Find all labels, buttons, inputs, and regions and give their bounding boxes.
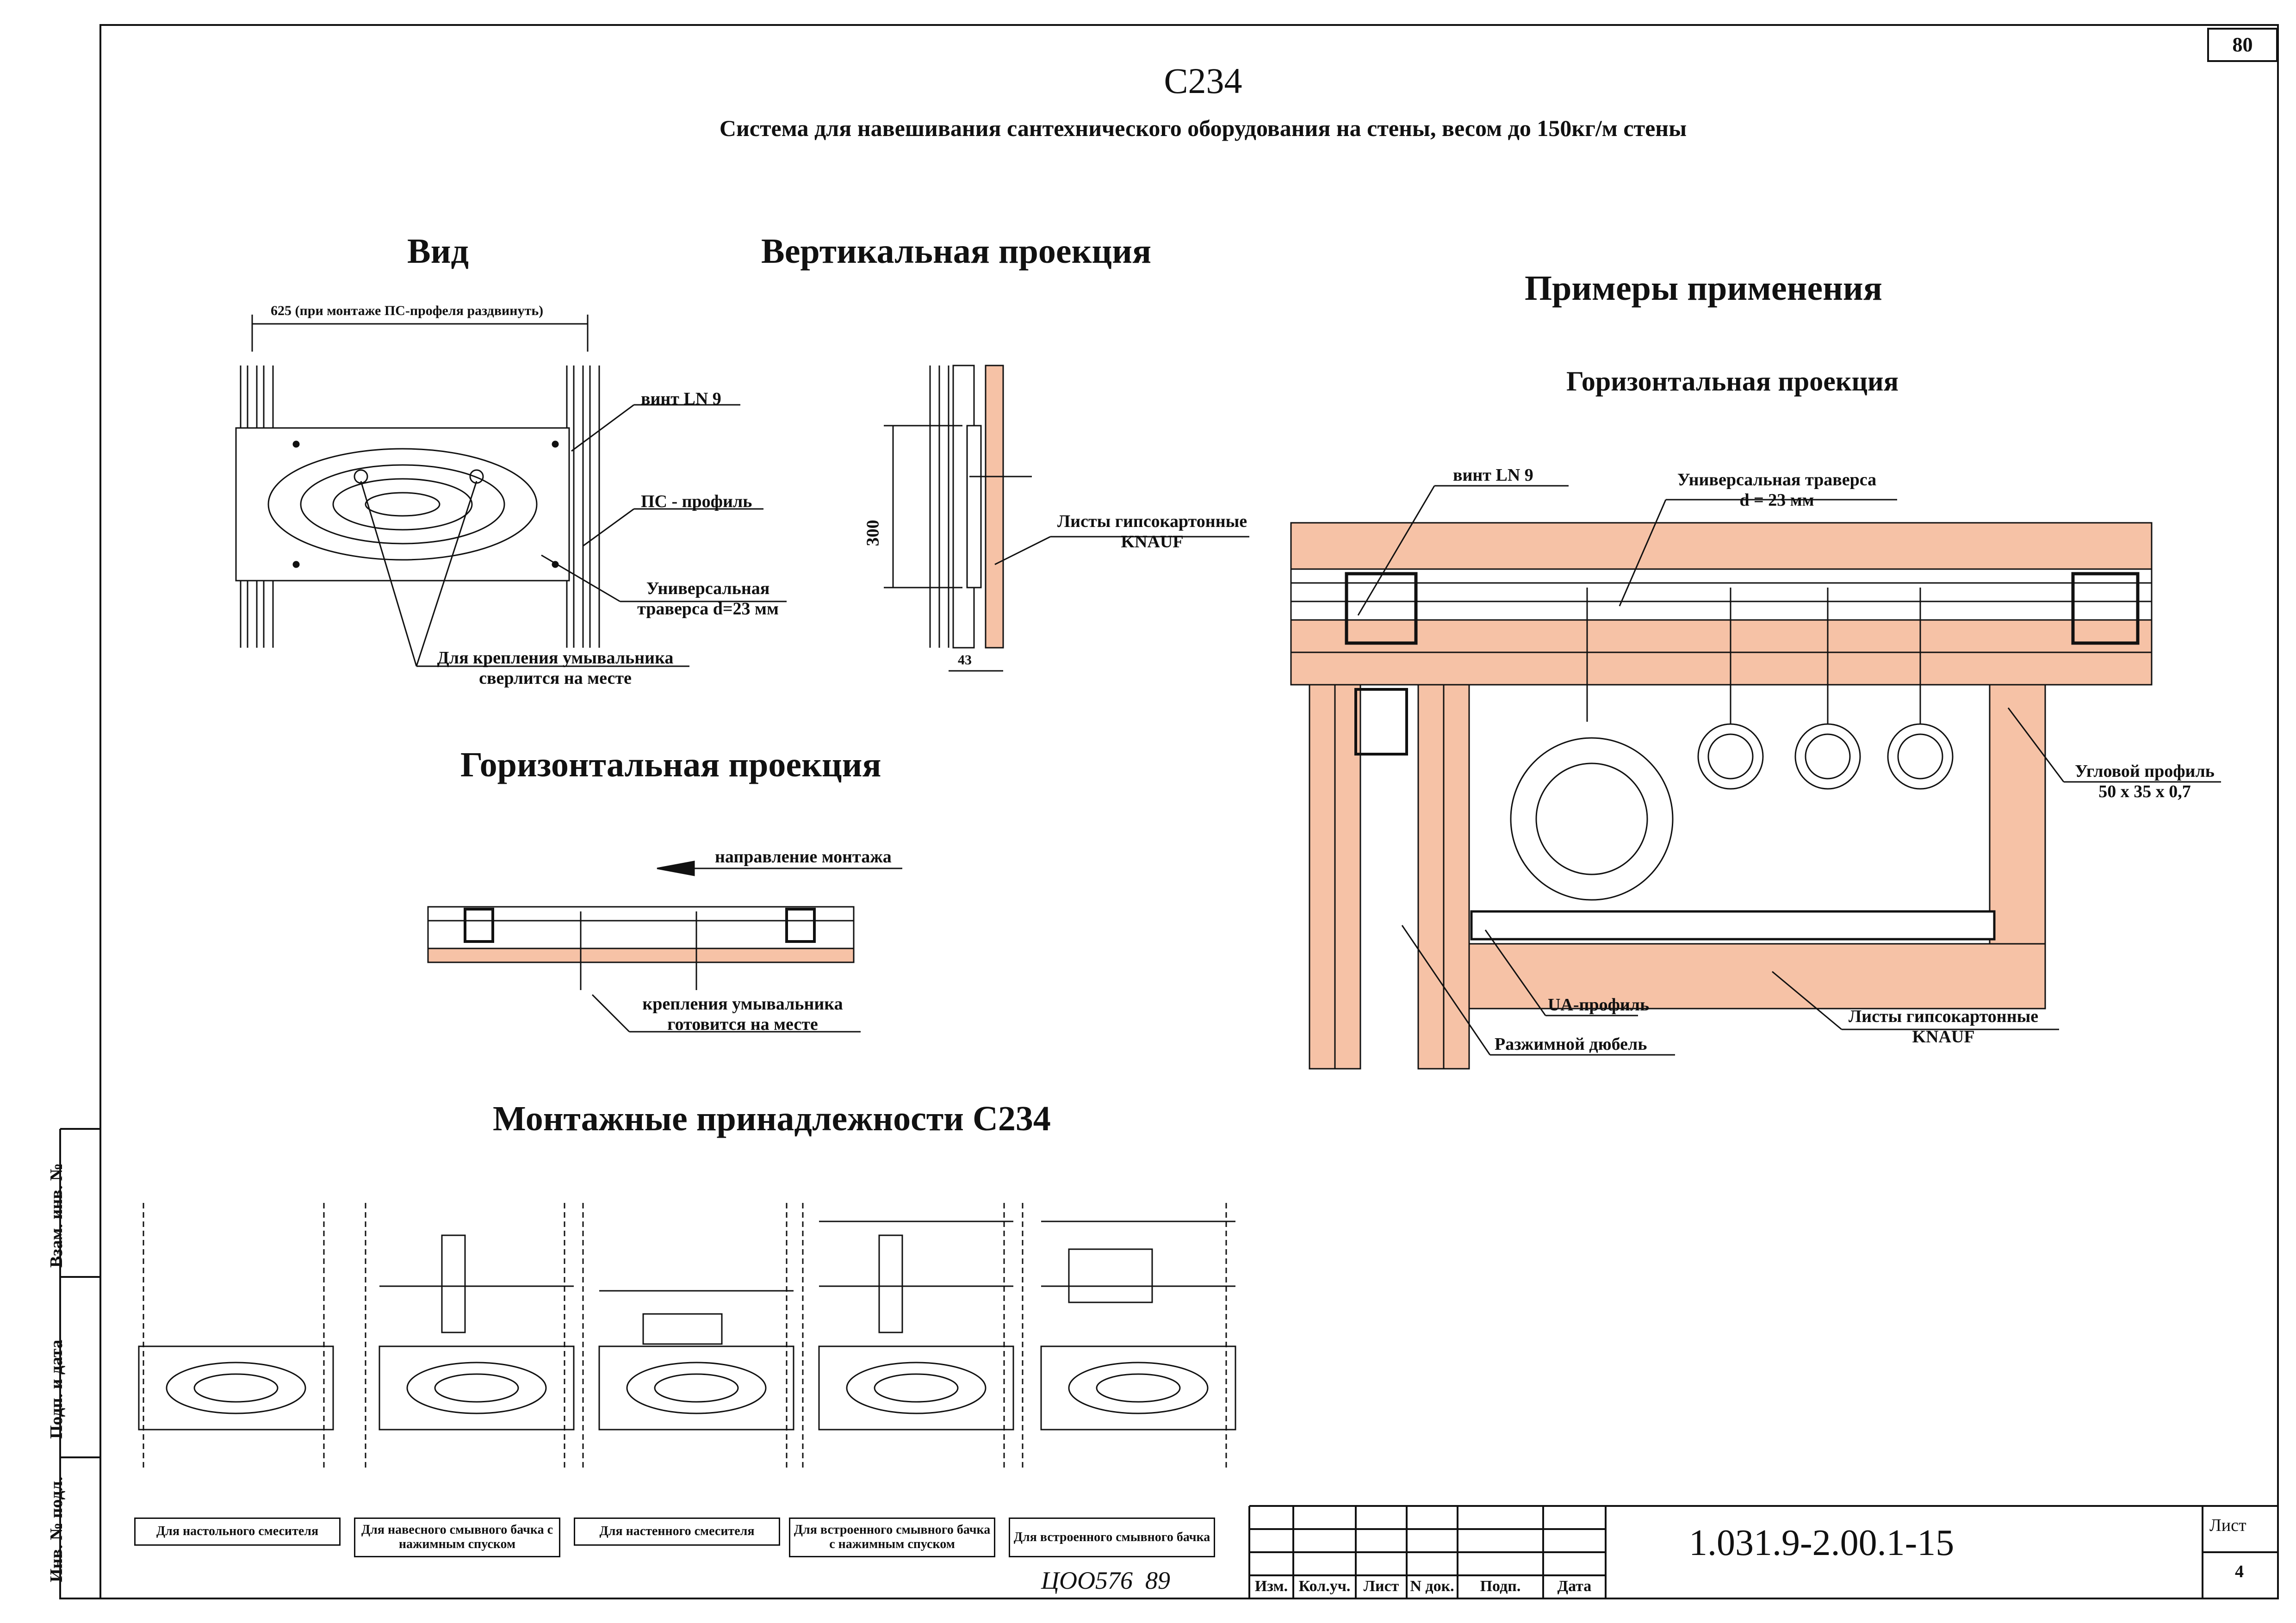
example-angle-line-1: Угловой профиль xyxy=(2075,762,2215,781)
view-drill-line-2: сверлится на месте xyxy=(479,669,632,688)
example-ua-label: UA-профиль xyxy=(1548,995,1650,1015)
example-angle-label: Угловой профиль 50 x 35 x 0,7 xyxy=(2059,761,2230,802)
stamp-sheet-label: Лист xyxy=(2209,1516,2246,1535)
accessory-caption-4: Для встроенного смывного бачка с нажимны… xyxy=(789,1518,995,1557)
page-title: С234 xyxy=(1164,61,1242,101)
horizontal-fix-label: крепления умывальника готовится на месте xyxy=(622,994,863,1035)
view-drill-line-1: Для крепления умывальника xyxy=(437,648,674,668)
stamp-code: 1.031.9-2.00.1-15 xyxy=(1689,1523,1955,1563)
stamp-col-podp: Подп. xyxy=(1480,1578,1521,1595)
example-screw-label: винт LN 9 xyxy=(1453,465,1533,485)
section-accessories-title: Монтажные принадлежности С234 xyxy=(493,1099,1051,1138)
vertical-dim-300: 300 xyxy=(863,520,883,546)
vertical-drawing xyxy=(884,365,1249,672)
example-dowel-label: Разжимной дюбель xyxy=(1495,1035,1647,1054)
stamp-col-kol: Кол.уч. xyxy=(1298,1578,1351,1595)
stamp-col-izm: Изм. xyxy=(1254,1578,1288,1595)
page-subtitle: Система для навешивания сантехнического … xyxy=(719,115,1687,141)
frame-bottom xyxy=(60,1598,2279,1599)
example-angle-line-2: 50 x 35 x 0,7 xyxy=(2098,782,2191,801)
top-sheet-number-box: 80 xyxy=(2207,28,2278,62)
view-dimension-label: 625 (при монтаже ПС-профеля раздвинуть) xyxy=(271,303,544,318)
vertical-gypsum-line-2: KNAUF xyxy=(1121,532,1184,551)
view-traverse-line-1: Универсальная xyxy=(646,579,770,598)
stamp-col-data: Дата xyxy=(1557,1578,1592,1595)
section-horizontal-title: Горизонтальная проекция xyxy=(460,745,881,784)
example-gypsum-line-2: KNAUF xyxy=(1912,1027,1975,1047)
side-label-sign: Подп. и дата xyxy=(47,1339,66,1439)
frame-right xyxy=(2277,24,2279,1599)
horizontal-drawing xyxy=(427,861,902,1033)
vertical-gypsum-line-1: Листы гипсокартонные xyxy=(1057,512,1247,531)
stamp-col-ndoc: N док. xyxy=(1410,1578,1454,1595)
stamp-col-list: Лист xyxy=(1363,1578,1399,1595)
vertical-gypsum-label: Листы гипсокартонные KNAUF xyxy=(1041,511,1263,552)
stamp-grid xyxy=(59,1128,2279,1599)
view-traverse-line-2: траверса d=23 мм xyxy=(637,599,779,619)
top-sheet-number: 80 xyxy=(2232,33,2253,56)
accessory-caption-1: Для настольного смесителя xyxy=(134,1518,341,1546)
accessory-caption-5: Для встроенного смывного бачка xyxy=(1009,1518,1215,1557)
handwritten-note: ЦОО576 89 xyxy=(1041,1567,1170,1594)
section-examples-horizontal-title: Горизонтальная проекция xyxy=(1566,366,1899,396)
stamp-sheet-number: 4 xyxy=(2235,1562,2244,1581)
section-view-title: Вид xyxy=(407,232,469,271)
side-label-replace: Взам. инв. № xyxy=(47,1163,66,1268)
horizontal-fix-line-2: готовится на месте xyxy=(667,1015,818,1034)
examples-drawing xyxy=(1290,485,2221,1070)
section-examples-title: Примеры применения xyxy=(1525,269,1882,308)
example-gypsum-line-1: Листы гипсокартонные xyxy=(1848,1007,2039,1026)
example-gypsum-label: Листы гипсокартонные KNAUF xyxy=(1828,1006,2059,1047)
accessory-caption-3: Для настенного смесителя xyxy=(574,1518,780,1546)
horizontal-direction-label: направление монтажа xyxy=(715,847,892,867)
frame-top xyxy=(99,24,2279,26)
accessory-caption-2: Для навесного смывного бачка с нажимным … xyxy=(354,1518,560,1557)
example-traverse-line-2: d = 23 мм xyxy=(1739,490,1814,510)
view-traverse-label: Универсальная траверса d=23 мм xyxy=(625,578,791,619)
horizontal-fix-line-1: крепления умывальника xyxy=(642,994,843,1014)
view-drawing xyxy=(235,315,787,667)
frame-left xyxy=(99,24,101,1599)
view-screw-label: винт LN 9 xyxy=(641,389,721,409)
section-vertical-title: Вертикальная проекция xyxy=(761,232,1152,271)
example-traverse-label: Универсальная траверса d = 23 мм xyxy=(1647,470,1906,510)
example-traverse-line-1: Универсальная траверса xyxy=(1677,470,1877,489)
view-ps-profile-label: ПС - профиль xyxy=(641,492,752,511)
side-label-inv: Инв. № подл. xyxy=(47,1476,66,1582)
vertical-dim-43: 43 xyxy=(958,652,972,668)
accessories-drawing xyxy=(138,1203,1236,1471)
view-drill-label: Для крепления умывальника сверлится на м… xyxy=(416,648,694,688)
